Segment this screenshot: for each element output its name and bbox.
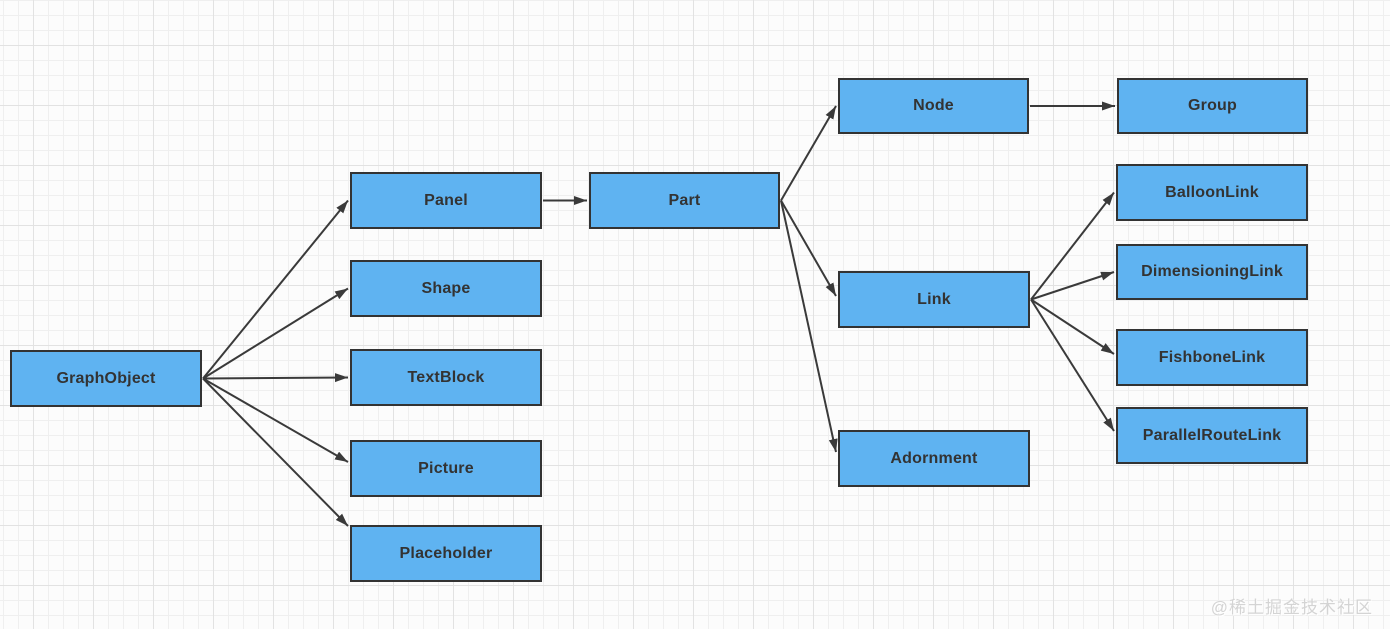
edge-link-to-fishbonelink <box>1030 298 1115 355</box>
node-link[interactable]: Link <box>838 271 1030 328</box>
node-balloonlink[interactable]: BalloonLink <box>1116 164 1308 221</box>
node-graphobject[interactable]: GraphObject <box>10 350 202 407</box>
node-adornment-label: Adornment <box>890 449 978 467</box>
node-parallelroutelink[interactable]: ParallelRouteLink <box>1116 407 1308 464</box>
node-group-label: Group <box>1188 97 1237 114</box>
edge-link-to-parallelroutelink <box>1030 298 1115 432</box>
node-textblock-label: TextBlock <box>407 368 485 386</box>
edge-graphobject-to-panel <box>202 199 349 380</box>
node-balloonlink-label: BalloonLink <box>1165 183 1259 201</box>
node-placeholder[interactable]: Placeholder <box>350 525 542 582</box>
edge-link-to-balloonlink <box>1030 191 1115 301</box>
edge-graphobject-to-shape <box>202 287 349 380</box>
edge-link-to-dimensioninglink <box>1030 271 1115 301</box>
watermark: @稀土掘金技术社区 <box>1210 598 1373 617</box>
node-picture[interactable]: Picture <box>350 440 542 497</box>
edge-part-to-link <box>780 200 837 297</box>
node-panel-label: Panel <box>424 191 468 209</box>
node-fishbonelink-label: FishboneLink <box>1158 348 1266 366</box>
node-link-label: Link <box>917 290 951 308</box>
edge-graphobject-to-textblock <box>202 373 349 383</box>
node-part-label: Part <box>668 191 701 209</box>
node-shape-label: Shape <box>421 279 471 297</box>
edge-part-to-adornment <box>780 200 838 453</box>
node-graphobject-label: GraphObject <box>56 369 156 387</box>
node-fishbonelink[interactable]: FishboneLink <box>1116 329 1308 386</box>
node-parallelroutelink-label: ParallelRouteLink <box>1142 426 1282 444</box>
node-picture-label: Picture <box>418 459 474 477</box>
node-node-label: Node <box>913 97 954 114</box>
node-node[interactable]: Node <box>838 78 1029 134</box>
edge-graphobject-to-picture <box>202 377 349 463</box>
node-dimensioninglink-label: DimensioningLink <box>1141 263 1283 280</box>
edge-part-to-node <box>780 105 837 202</box>
node-dimensioninglink[interactable]: DimensioningLink <box>1116 244 1308 300</box>
node-part[interactable]: Part <box>589 172 780 229</box>
node-shape[interactable]: Shape <box>350 260 542 317</box>
node-group[interactable]: Group <box>1117 78 1308 134</box>
node-adornment[interactable]: Adornment <box>838 430 1030 487</box>
edge-graphobject-to-placeholder <box>202 377 349 527</box>
node-textblock[interactable]: TextBlock <box>350 349 542 406</box>
node-panel[interactable]: Panel <box>350 172 542 229</box>
node-placeholder-label: Placeholder <box>399 544 493 562</box>
